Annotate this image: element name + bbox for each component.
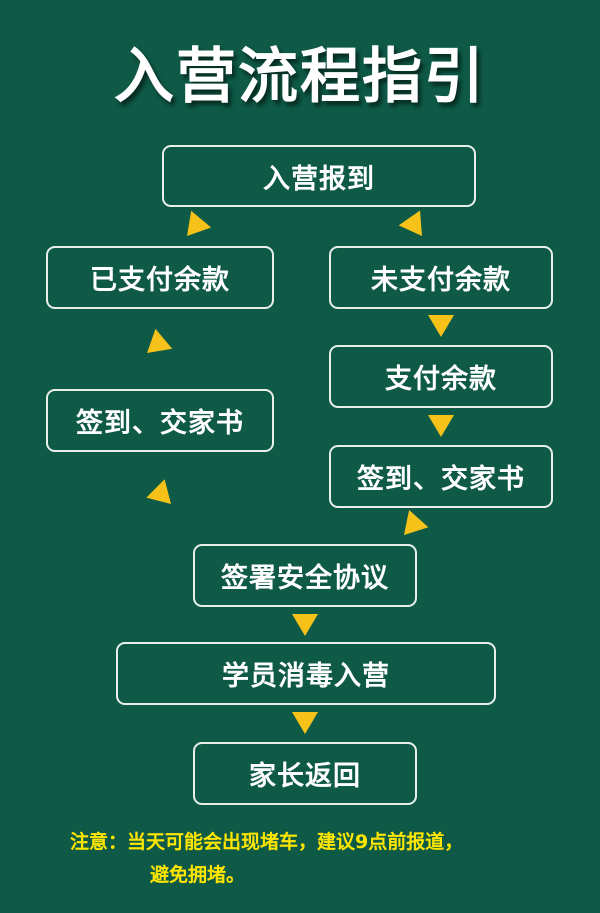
step-paid-balance: 已支付余款 (46, 246, 274, 309)
triangle-arrow-icon (146, 479, 171, 504)
step-pay-balance: 支付余款 (329, 345, 553, 408)
step-safety-agreement: 签署安全协议 (193, 544, 417, 607)
triangle-arrow-icon (187, 210, 212, 236)
triangle-arrow-icon (147, 328, 173, 353)
note-line-1: 注意：当天可能会出现堵车，建议9点前报道， (70, 831, 464, 853)
triangle-arrow-icon (292, 614, 318, 636)
step-unpaid-balance: 未支付余款 (329, 246, 553, 309)
note-text: 注意：当天可能会出现堵车，建议9点前报道， 避免拥堵。 (70, 826, 570, 892)
triangle-arrow-icon (428, 415, 454, 437)
step-signin-right: 签到、交家书 (329, 445, 553, 508)
triangle-arrow-icon (398, 210, 422, 236)
triangle-arrow-icon (428, 315, 454, 337)
step-signin-left: 签到、交家书 (46, 389, 274, 452)
step-parents-return: 家长返回 (193, 742, 417, 805)
step-checkin: 入营报到 (162, 145, 476, 207)
step-disinfect-enter: 学员消毒入营 (116, 642, 496, 705)
page-title: 入营流程指引 (114, 42, 486, 112)
triangle-arrow-icon (404, 510, 429, 535)
note-line-2: 避免拥堵。 (150, 864, 246, 886)
triangle-arrow-icon (292, 712, 318, 734)
